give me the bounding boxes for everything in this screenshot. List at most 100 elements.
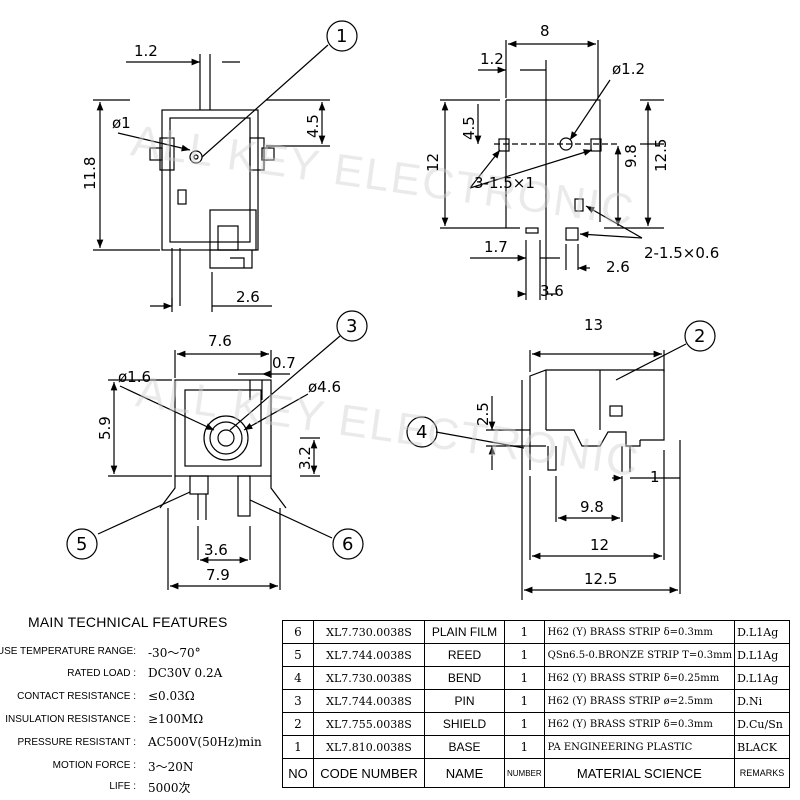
technical-features: MAIN TECHNICAL FEATURES USE TEMPERATURE …: [0, 612, 278, 800]
table-row: 2 XL7.755.0038S SHIELD 1 H62 (Y) BRASS S…: [282, 712, 791, 736]
bom-name: BASE: [424, 735, 505, 759]
feature-row: MOTION FORCE : 3～20N: [0, 756, 278, 776]
feature-label: USE TEMPERATURE RANGE:: [0, 646, 136, 657]
bom-code: XL7.730.0038S: [313, 620, 425, 644]
feature-label: RATED LOAD :: [67, 668, 136, 679]
callout-circle-3: [336, 310, 368, 342]
callout-circle-4: [406, 416, 438, 448]
feature-label: PRESSURE RESISTANT :: [17, 737, 136, 748]
table-row: 6 XL7.730.0038S PLAIN FILM 1 H62 (Y) BRA…: [282, 620, 791, 644]
feature-value: 5000次: [148, 781, 191, 795]
bom-material: H62 (Y) BRASS STRIP δ=0.3mm: [543, 712, 736, 736]
dim-top-left-bottom: 2.6: [236, 288, 260, 306]
bom-code: XL7.744.0038S: [313, 689, 425, 713]
bom-header-no: NO: [282, 758, 314, 788]
watermark-top: ALL KEY ELECTRONIC: [128, 116, 638, 235]
table-row: 5 XL7.744.0038S REED 1 QSn6.5-0.BRONZE S…: [282, 643, 791, 667]
dim-top-right-98: 9.8: [622, 144, 640, 168]
callout-circle-6: [332, 528, 364, 560]
side-view-bottom-right: [435, 343, 687, 600]
bom-no: 5: [282, 643, 314, 667]
callout-label-6: 6: [342, 534, 353, 555]
dim-top-right-hole: ø1.2: [612, 60, 645, 78]
bom-header-name: NAME: [424, 758, 505, 788]
features-title: MAIN TECHNICAL FEATURES: [28, 614, 228, 630]
dim-bottom-right-25: 2.5: [474, 402, 492, 426]
bom-qty: 1: [504, 643, 545, 667]
feature-label: CONTACT RESISTANCE :: [17, 691, 136, 702]
dim-bottom-left-79: 7.9: [206, 566, 230, 584]
callout-label-4: 4: [416, 422, 427, 443]
bom-material: H62 (Y) BRASS STRIP δ=0.25mm: [543, 666, 736, 690]
dim-top-right-width: 8: [540, 22, 550, 40]
bom-header-material: MATERIAL SCIENCE: [543, 758, 736, 788]
bill-of-materials-table: 6 XL7.730.0038S PLAIN FILM 1 H62 (Y) BRA…: [282, 620, 791, 788]
bom-no: 3: [282, 689, 314, 713]
front-view-bottom-left: [97, 335, 341, 590]
dim-top-right-height: 12: [424, 153, 442, 172]
table-row: 4 XL7.730.0038S BEND 1 H62 (Y) BRASS STR…: [282, 666, 791, 690]
watermark-middle: ALL KEY ELECTRONIC: [133, 367, 643, 486]
bom-name: PIN: [424, 689, 505, 713]
feature-value: 3～20N: [148, 760, 194, 774]
bom-material: PA ENGINEERING PLASTIC: [543, 735, 736, 759]
bom-material: H62 (Y) BRASS STRIP ø=2.5mm: [543, 689, 736, 713]
dim-bottom-right-width: 13: [584, 316, 603, 334]
dim-bottom-left-width: 7.6: [208, 332, 232, 350]
bom-no: 2: [282, 712, 314, 736]
bom-remarks: D.L1Ag: [734, 666, 791, 690]
bom-header-remarks: REMARKS: [734, 758, 791, 788]
dim-bottom-right-12: 12: [590, 536, 609, 554]
dim-bottom-left-hole-b: ø4.6: [308, 378, 341, 396]
dim-bottom-left-height: 5.9: [96, 416, 114, 440]
table-header-row: NO CODE NUMBER NAME NUMBER MATERIAL SCIE…: [282, 758, 791, 788]
dim-top-right-slots-a: 3-1.5×1: [474, 174, 535, 192]
dim-top-right-17: 1.7: [484, 238, 508, 256]
table-row: 3 XL7.744.0038S PIN 1 H62 (Y) BRASS STRI…: [282, 689, 791, 713]
feature-row: PRESSURE RESISTANT : AC500V(50Hz)min: [0, 733, 278, 753]
bom-code: XL7.755.0038S: [313, 712, 425, 736]
bom-header-code: CODE NUMBER: [313, 758, 425, 788]
feature-row: CONTACT RESISTANCE :≤0.03Ω: [0, 687, 278, 707]
feature-label: INSULATION RESISTANCE :: [5, 714, 136, 725]
dim-top-right-125: 12.5: [652, 139, 670, 172]
feature-value: ≥100MΩ: [148, 712, 204, 726]
feature-label: MOTION FORCE :: [52, 760, 136, 771]
feature-value: AC500V(50Hz)min: [148, 735, 262, 749]
bom-name: BEND: [424, 666, 505, 690]
bom-material: QSn6.5-0.BRONZE STRIP T=0.3mm: [543, 643, 736, 667]
feature-label: LIFE :: [109, 781, 136, 792]
dim-bottom-left-36: 3.6: [204, 541, 228, 559]
dim-top-left-height: 11.8: [81, 157, 99, 190]
callout-circle-1: [326, 20, 358, 52]
bom-code: XL7.810.0038S: [313, 735, 425, 759]
bom-code: XL7.744.0038S: [313, 643, 425, 667]
bom-qty: 1: [504, 666, 545, 690]
dim-bottom-right-1: 1: [650, 468, 660, 486]
dim-top-right-36: 3.6: [540, 282, 564, 300]
bom-header-number: NUMBER: [504, 758, 545, 788]
dim-bottom-right-98: 9.8: [580, 498, 604, 516]
bom-remarks: D.Cu/Sn: [734, 712, 791, 736]
front-view-top-right: [440, 40, 664, 300]
table-row: 1 XL7.810.0038S BASE 1 PA ENGINEERING PL…: [282, 735, 791, 759]
bom-name: REED: [424, 643, 505, 667]
bom-no: 4: [282, 666, 314, 690]
bom-qty: 1: [504, 735, 545, 759]
bom-material: H62 (Y) BRASS STRIP δ=0.3mm: [543, 620, 736, 644]
dim-bottom-left-hole-a: ø1.6: [118, 368, 151, 386]
callout-label-2: 2: [694, 326, 705, 347]
callout-label-3: 3: [346, 316, 357, 337]
technical-drawing: ALL KEY ELECTRONIC ALL KEY ELECTRONIC 1.…: [66, 20, 719, 600]
bom-code: XL7.730.0038S: [313, 666, 425, 690]
dim-top-left-top: 4.5: [304, 114, 322, 138]
bom-remarks: D.Ni: [734, 689, 791, 713]
feature-row: RATED LOAD :DC30V 0.2A: [0, 664, 278, 684]
feature-row: INSULATION RESISTANCE : ≥100MΩ: [0, 710, 278, 730]
dim-top-right-left: 1.2: [480, 50, 504, 68]
dim-bottom-right-125: 12.5: [584, 570, 617, 588]
bom-remarks: D.L1Ag: [734, 643, 791, 667]
feature-row: LIFE : 5000次: [0, 777, 278, 797]
dim-top-left-width: 1.2: [134, 42, 158, 60]
bom-name: SHIELD: [424, 712, 505, 736]
